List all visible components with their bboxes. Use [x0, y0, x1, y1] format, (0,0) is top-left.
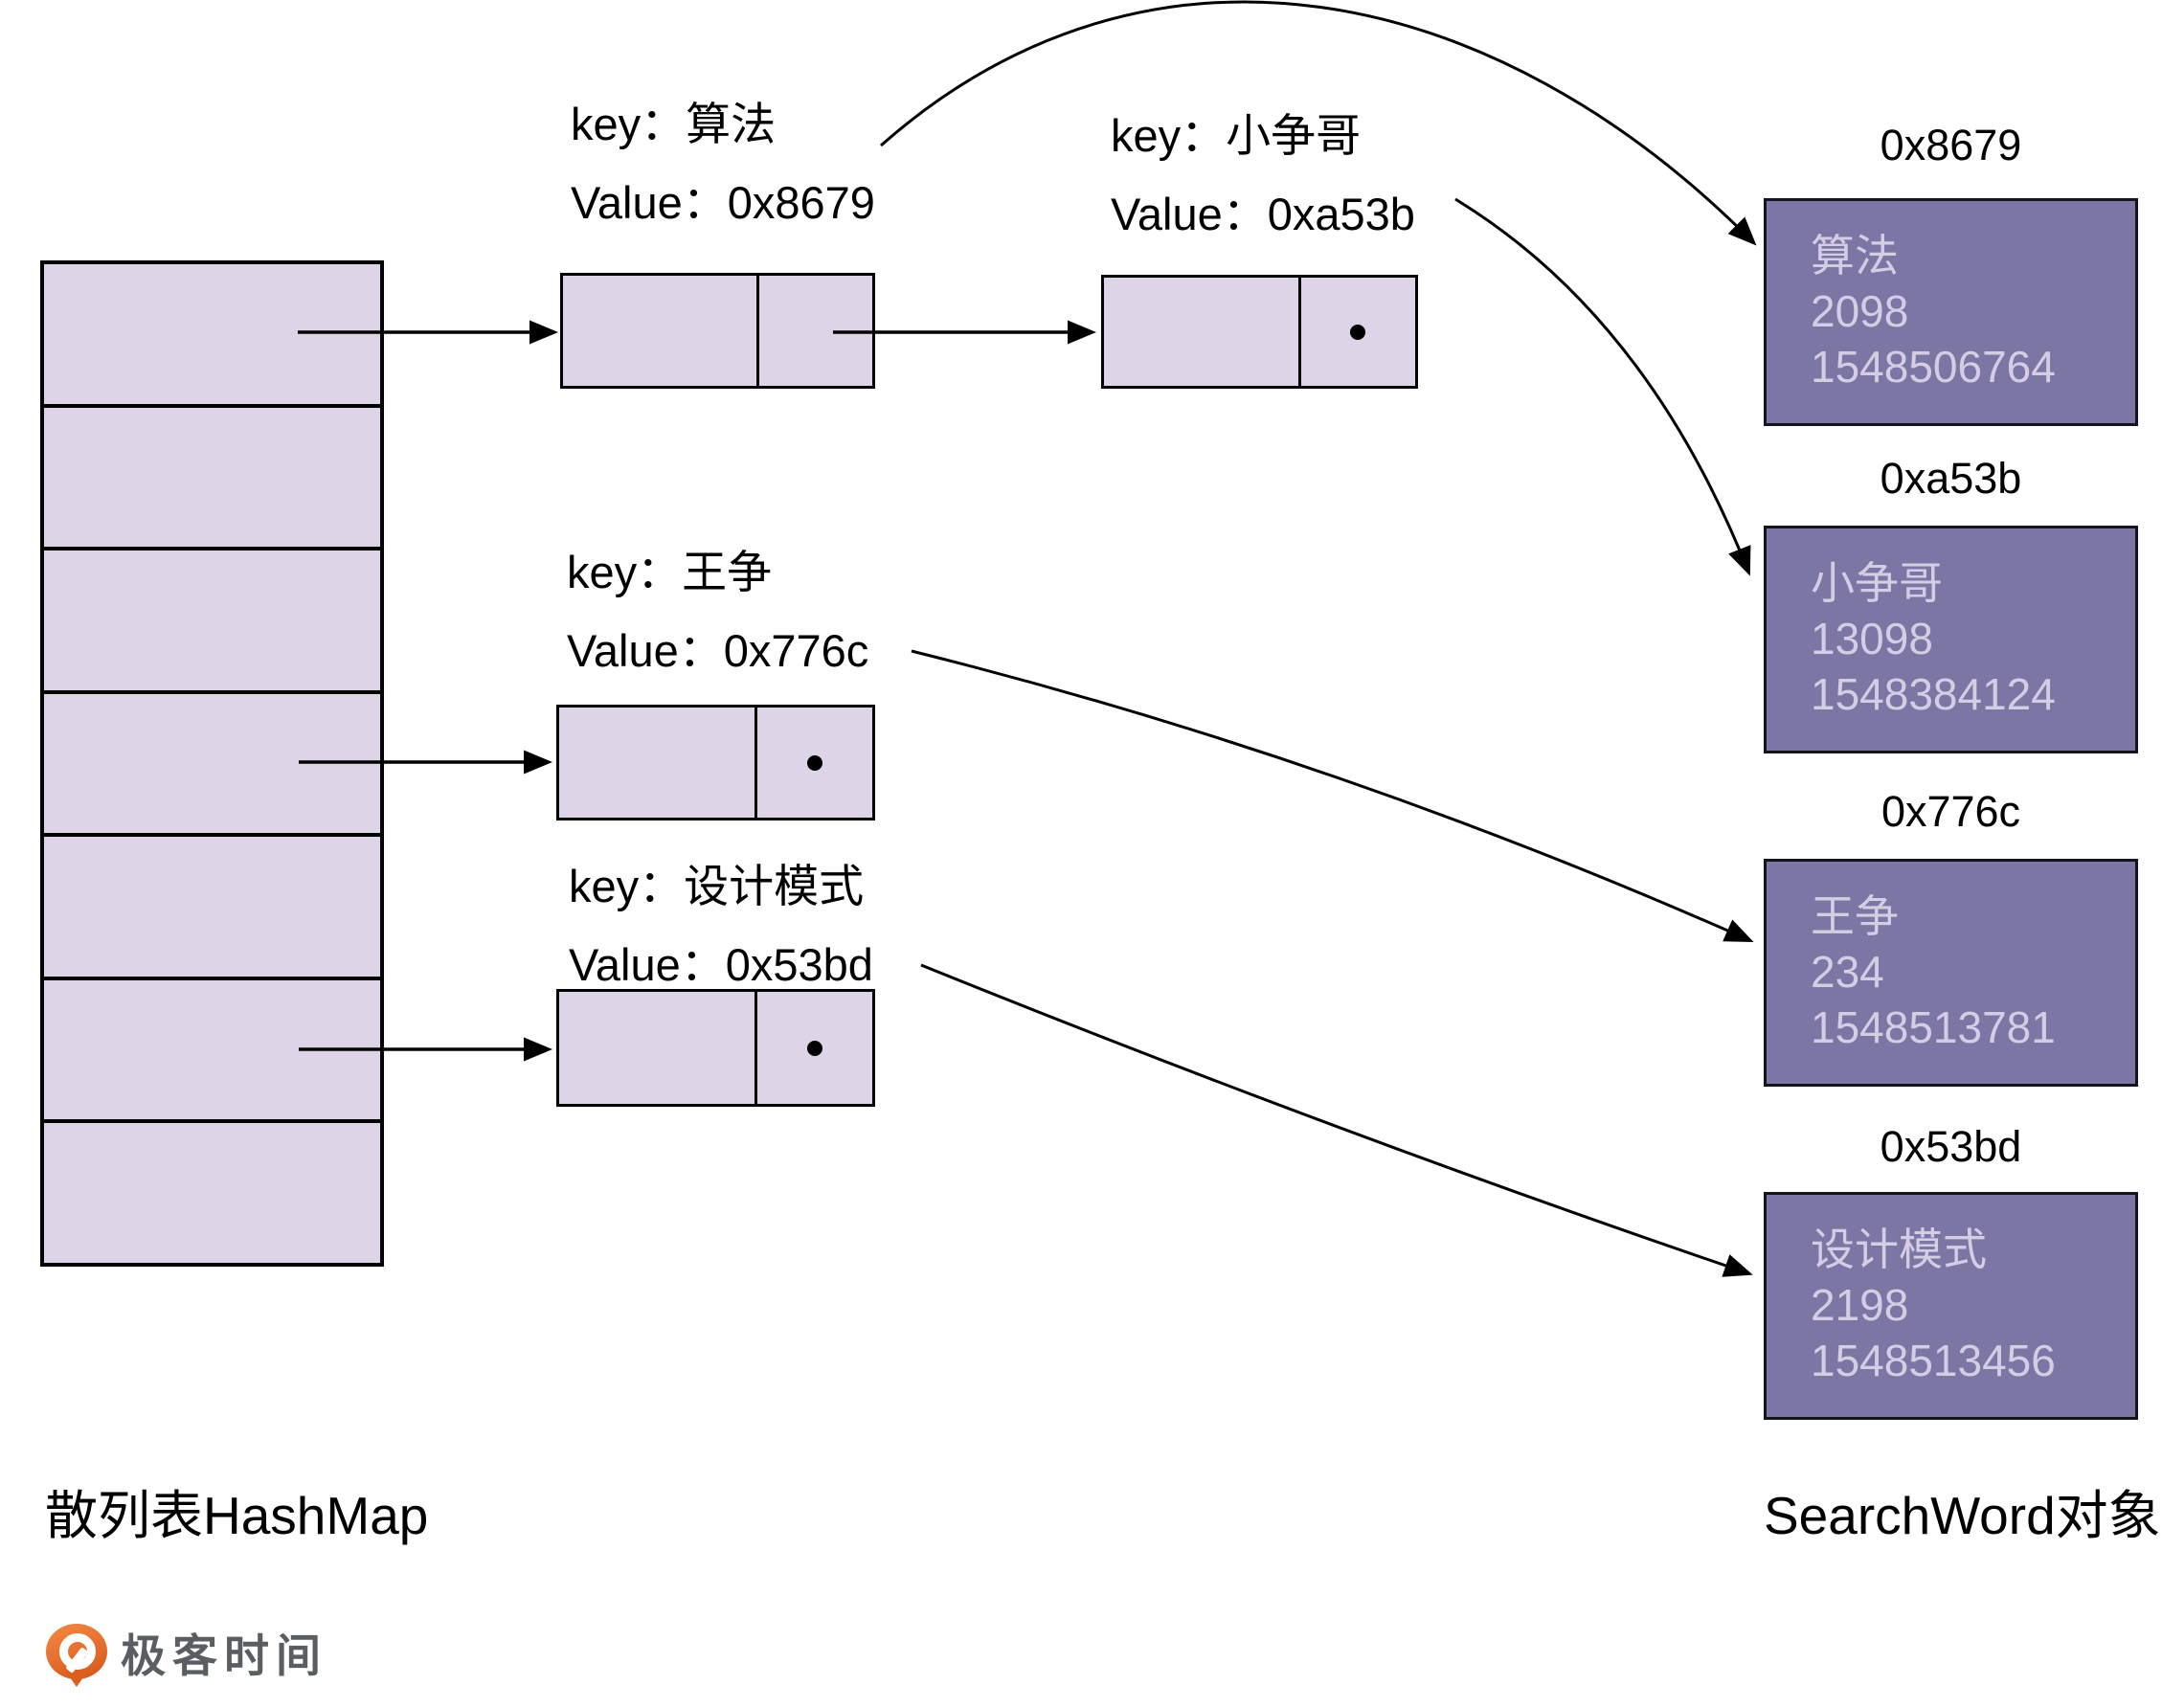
object-count: 13098	[1811, 614, 1933, 663]
searchword-object-3: 王争 234 1548513781	[1764, 859, 2138, 1087]
searchword-object-4: 设计模式 2198 1548513456	[1764, 1192, 2138, 1420]
curve-value3-to-object3	[911, 649, 1754, 943]
searchword-object-2: 小争哥 13098 1548384124	[1764, 526, 2138, 753]
entry-key-label: key：王争	[567, 547, 773, 597]
object-word: 王争	[1811, 891, 1899, 941]
list-node-2	[1101, 275, 1418, 389]
node-pointer-cell	[754, 708, 872, 818]
entry-key-label: key：小争哥	[1111, 110, 1362, 161]
object-address-label: 0x776c	[1880, 787, 2021, 836]
bucket-cell	[44, 837, 380, 980]
entry-label-3: key：王争 Value：0x776c	[567, 544, 868, 680]
null-pointer-dot	[807, 1040, 823, 1056]
curve-value2-to-object2	[1454, 197, 1751, 576]
searchword-caption: SearchWord对象	[1764, 1486, 2161, 1545]
entry-value-label: Value：0x776c	[567, 625, 869, 676]
node-key-cell	[559, 992, 754, 1104]
object-timestamp: 1548513781	[1811, 1002, 2056, 1052]
searchword-object-1: 算法 2098 1548506764	[1764, 198, 2138, 426]
object-address-label: 0x53bd	[1880, 1122, 2022, 1171]
geektime-logo-text: 极客时间	[121, 1630, 327, 1681]
entry-key-label: key：算法	[571, 99, 777, 149]
node-key-cell	[1104, 278, 1298, 386]
null-pointer-dot	[807, 754, 823, 771]
node-key-cell	[559, 708, 754, 818]
object-word: 小争哥	[1811, 558, 1943, 608]
pin-tail	[63, 1668, 90, 1687]
object-word: 算法	[1811, 231, 1899, 281]
object-timestamp: 1548384124	[1811, 669, 2056, 719]
entry-key-label: key：设计模式	[569, 861, 865, 911]
hashmap-bucket-array	[40, 260, 384, 1267]
geektime-pin-icon	[46, 1624, 109, 1689]
entry-label-2: key：小争哥 Value：0xa53b	[1111, 107, 1415, 243]
object-count: 2198	[1811, 1280, 1909, 1330]
node-pointer-cell	[755, 276, 872, 386]
object-timestamp: 1548513456	[1811, 1336, 2056, 1385]
object-address-label: 0x8679	[1880, 121, 2022, 169]
node-key-cell	[563, 276, 756, 386]
list-node-4	[556, 989, 875, 1107]
node-pointer-cell	[754, 992, 872, 1104]
bucket-cell	[44, 551, 380, 694]
bucket-cell	[44, 264, 380, 408]
object-word: 设计模式	[1811, 1225, 1987, 1274]
list-node-1	[560, 273, 875, 389]
list-node-3	[556, 705, 875, 820]
entry-label-1: key：算法 Value：0x8679	[571, 96, 875, 232]
node-pointer-cell	[1297, 278, 1415, 386]
entry-value-label: Value：0xa53b	[1111, 189, 1415, 239]
bucket-cell	[44, 694, 380, 838]
bucket-cell	[44, 1123, 380, 1263]
null-pointer-dot	[1350, 324, 1366, 340]
object-count: 234	[1811, 947, 1884, 997]
object-count: 2098	[1811, 286, 1909, 336]
hashmap-caption: 散列表HashMap	[45, 1486, 429, 1545]
entry-label-4: key：设计模式 Value：0x53bd	[569, 858, 873, 994]
object-timestamp: 1548506764	[1811, 342, 2056, 392]
entry-value-label: Value：0x8679	[571, 177, 875, 228]
entry-value-label: Value：0x53bd	[569, 939, 873, 990]
curve-value4-to-object4	[920, 963, 1753, 1277]
object-address-label: 0xa53b	[1880, 454, 2022, 503]
bucket-cell	[44, 408, 380, 551]
geektime-logo: 极客时间	[46, 1624, 327, 1689]
bucket-cell	[44, 980, 380, 1124]
